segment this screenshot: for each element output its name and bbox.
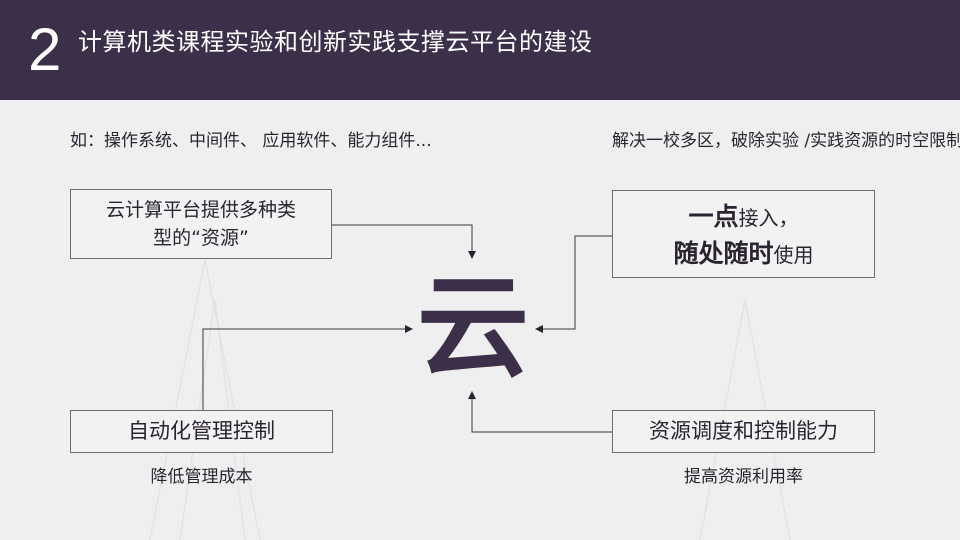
- connector-top-right: [535, 235, 612, 333]
- resource-scheduling-box: 资源调度和控制能力: [612, 410, 875, 453]
- access-line1-rest: 接入，: [738, 206, 799, 230]
- top-right-note-line1: 解决一校多区，破除实验: [612, 131, 799, 151]
- slide-number: 2: [28, 16, 62, 83]
- cloud-resources-box: 云计算平台提供多种类 型的“资源”: [70, 189, 332, 259]
- slide-title: 计算机类课程实验和创新实践支撑云平台的建设: [78, 28, 593, 56]
- top-right-note: 解决一校多区，破除实验 /实践资源的时空限制: [612, 128, 960, 154]
- cloud-resources-line1: 云计算平台提供多种类: [105, 199, 296, 221]
- resource-scheduling-text: 资源调度和控制能力: [649, 419, 838, 443]
- top-left-note: 如：操作系统、中间件、 应用软件、能力组件...: [70, 128, 432, 154]
- access-anywhere-box: 一点接入， 随处随时使用: [612, 190, 875, 278]
- cloud-resources-line2: 型的“资源”: [153, 227, 249, 249]
- access-line2: 随处随时使用: [613, 236, 874, 273]
- top-left-note-line2: 应用软件、能力组件...: [262, 131, 432, 151]
- header-bar: 2 计算机类课程实验和创新实践支撑云平台的建设: [0, 0, 960, 100]
- top-right-note-line2: /实践资源的时空限制: [804, 131, 960, 151]
- access-line2-rest: 使用: [773, 243, 814, 267]
- access-line1: 一点接入，: [613, 199, 874, 236]
- access-line1-bold: 一点: [688, 202, 739, 231]
- connector-bottom-right: [468, 391, 612, 433]
- access-line2-bold: 随处随时: [673, 239, 774, 268]
- cloud-center-label: 云: [417, 263, 529, 393]
- auto-management-text: 自动化管理控制: [128, 419, 275, 443]
- bottom-right-note: 提高资源利用率: [684, 467, 803, 487]
- auto-management-box: 自动化管理控制: [70, 410, 333, 453]
- top-left-note-line1: 如：操作系统、中间件、: [70, 131, 257, 151]
- connector-bottom-left: [202, 325, 413, 410]
- connector-top-left: [332, 224, 476, 259]
- bottom-left-note: 降低管理成本: [150, 467, 253, 487]
